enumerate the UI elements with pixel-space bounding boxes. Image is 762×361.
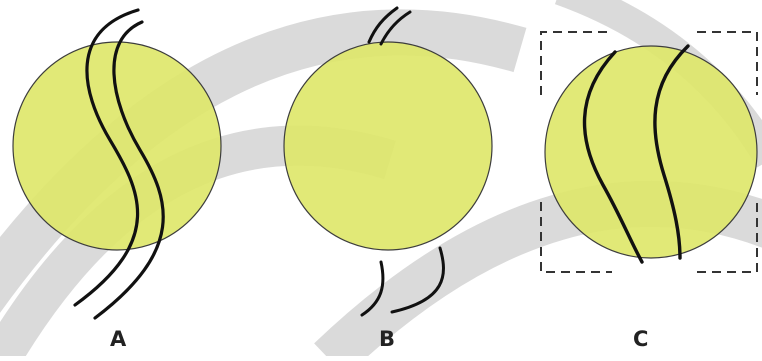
seam-line-a-left — [73, 8, 140, 307]
panel-label-b: B — [379, 327, 395, 351]
dashed-frame-bottom-right — [697, 202, 758, 273]
ball-b — [283, 41, 493, 251]
dashed-frame — [540, 31, 758, 273]
dashed-frame-top-right — [697, 31, 758, 95]
seam-line-a-right — [93, 20, 165, 320]
panel-label-a: A — [110, 327, 127, 351]
ball-c — [544, 45, 758, 259]
watermark-arc-left — [0, 9, 527, 313]
dashed-frame-bottom-left — [540, 202, 612, 273]
seam-line-c-left — [582, 50, 644, 264]
panel-b: B — [283, 6, 493, 351]
seam-stub-b-bottom-right — [390, 246, 445, 314]
panel-a: A — [12, 8, 222, 351]
ball-a — [12, 41, 222, 251]
seam-stub-b-bottom-left — [360, 260, 385, 317]
dashed-frame-top-left — [540, 31, 612, 95]
seam-stub-b-top-right — [379, 10, 412, 46]
panel-label-c: C — [633, 327, 648, 351]
seam-stub-b-top-left — [367, 6, 399, 44]
panel-c: C — [540, 31, 758, 351]
seam-line-c-right — [653, 44, 690, 260]
